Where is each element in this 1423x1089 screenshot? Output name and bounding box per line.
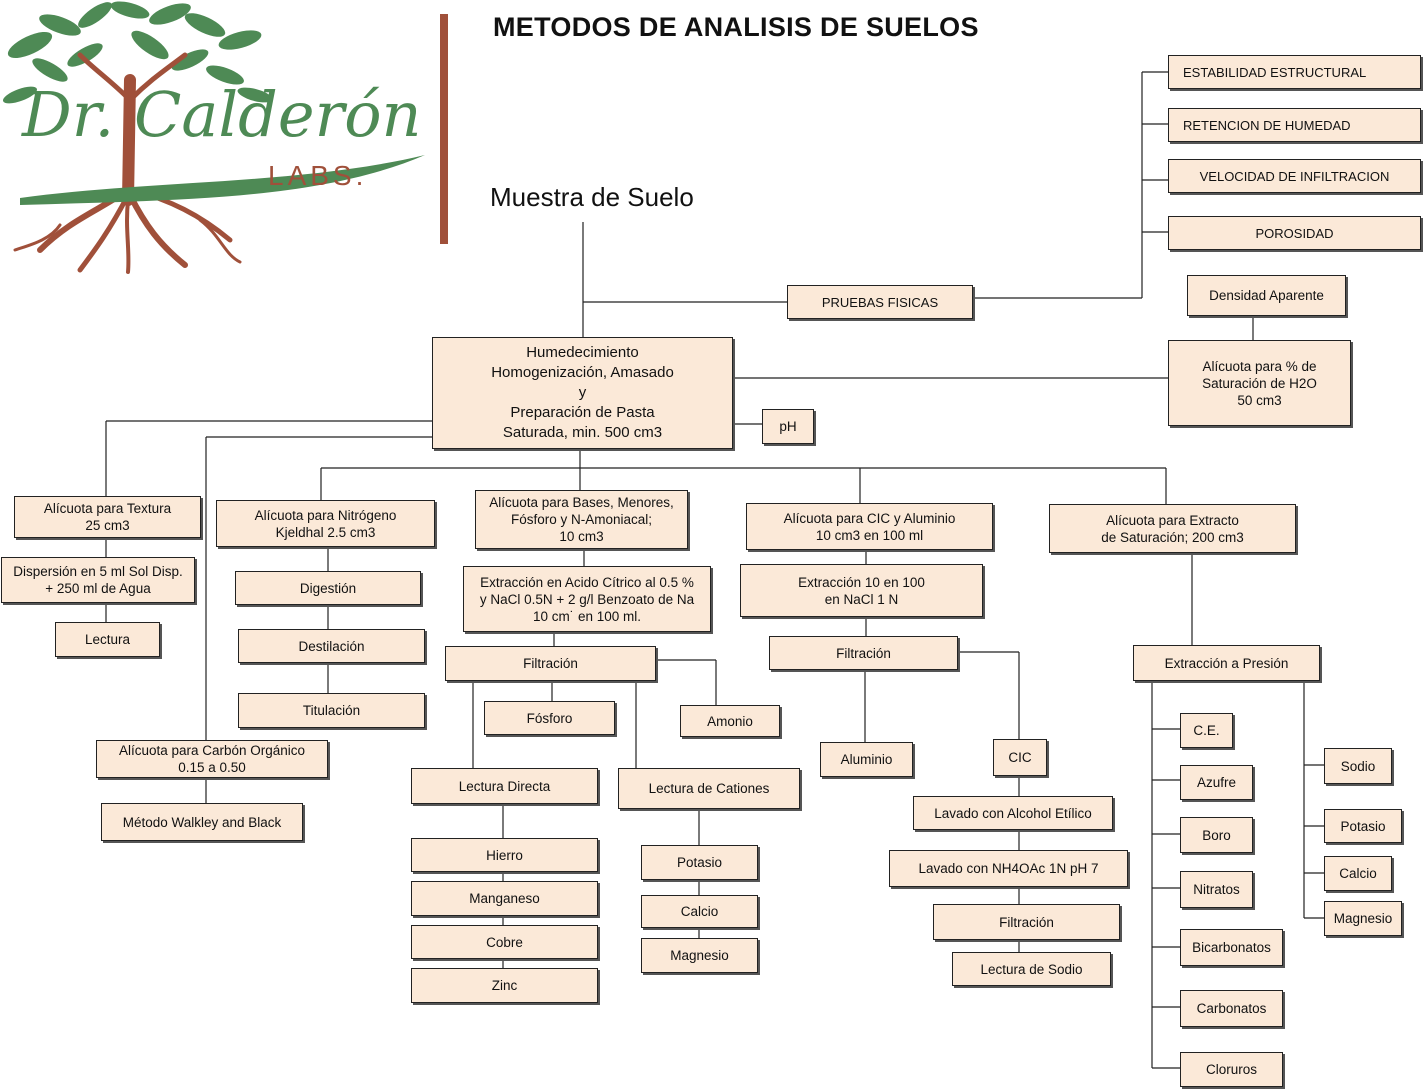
root-sample-label: Muestra de Suelo xyxy=(490,182,694,212)
zinc-box: Zinc xyxy=(411,968,598,1003)
digestion-box: Digestión xyxy=(235,571,421,605)
manganeso-box: Manganeso xyxy=(411,881,598,916)
page-title: METODOS DE ANALISIS DE SUELOS xyxy=(493,12,979,42)
potasio-extracto-box: Potasio xyxy=(1324,809,1402,843)
alicuota-saturacion-box: Alícuota para % de Saturación de H2O 50 … xyxy=(1168,340,1351,426)
porosidad-box: POROSIDAD xyxy=(1168,216,1421,250)
extraccion-presion-box: Extracción a Presión xyxy=(1133,645,1320,681)
humedecimiento-box: Humedecimiento Homogenización, Amasado y… xyxy=(432,337,733,449)
logo-name: Dr. Calderón xyxy=(22,78,422,151)
estabilidad-estructural-box: ESTABILIDAD ESTRUCTURAL xyxy=(1168,55,1421,89)
titulacion-box: Titulación xyxy=(238,693,425,728)
logo-sub: LABS. xyxy=(268,160,368,191)
logo xyxy=(2,1,425,274)
lectura-textura-box: Lectura xyxy=(55,622,160,657)
filtracion-bases-box: Filtración xyxy=(445,646,656,681)
lectura-directa-box: Lectura Directa xyxy=(411,768,598,804)
swoosh-icon xyxy=(20,155,425,205)
potasio-bases-box: Potasio xyxy=(641,845,758,880)
nitratos-box: Nitratos xyxy=(1180,871,1253,908)
sodio-extracto-box: Sodio xyxy=(1324,748,1392,784)
amonio-box: Amonio xyxy=(680,705,780,737)
extraccion-acido-citrico-box: Extracción en Acido Cítrico al 0.5 % y N… xyxy=(463,566,711,632)
lavado-nh4oac-box: Lavado con NH4OAc 1N pH 7 xyxy=(889,850,1128,887)
walkley-black-box: Método Walkley and Black xyxy=(101,803,303,841)
ph-box: pH xyxy=(762,409,814,444)
tree-canopy-icon xyxy=(2,1,273,104)
alicuota-textura-box: Alícuota para Textura 25 cm3 xyxy=(14,496,201,538)
densidad-aparente-box: Densidad Aparente xyxy=(1187,275,1346,316)
lavado-alcohol-box: Lavado con Alcohol Etílico xyxy=(913,796,1113,830)
alicuota-extracto-box: Alícuota para Extracto de Saturación; 20… xyxy=(1049,504,1296,553)
alicuota-cic-box: Alícuota para CIC y Aluminio 10 cm3 en 1… xyxy=(746,503,993,550)
calcio-extracto-box: Calcio xyxy=(1324,856,1392,891)
carbonatos-box: Carbonatos xyxy=(1180,990,1283,1027)
alicuota-bases-box: Alícuota para Bases, Menores, Fósforo y … xyxy=(475,490,688,549)
hierro-box: Hierro xyxy=(411,838,598,872)
dispersion-box: Dispersión en 5 ml Sol Disp. + 250 ml de… xyxy=(1,557,195,603)
bicarbonatos-box: Bicarbonatos xyxy=(1180,929,1283,966)
extraccion-nacl-box: Extracción 10 en 100 en NaCl 1 N xyxy=(740,564,983,617)
boro-box: Boro xyxy=(1180,817,1253,853)
pruebas-fisicas-box: PRUEBAS FISICAS xyxy=(787,285,973,319)
retencion-humedad-box: RETENCION DE HUMEDAD xyxy=(1168,108,1421,142)
alicuota-carbon-box: Alícuota para Carbón Orgánico 0.15 a 0.5… xyxy=(96,740,328,778)
aluminio-box: Aluminio xyxy=(820,742,913,777)
cloruros-box: Cloruros xyxy=(1180,1052,1283,1087)
filtracion-cic-box: Filtración xyxy=(769,636,958,670)
lectura-cationes-box: Lectura de Cationes xyxy=(618,768,800,809)
magnesio-bases-box: Magnesio xyxy=(641,938,758,973)
calcio-bases-box: Calcio xyxy=(641,895,758,928)
fosforo-box: Fósforo xyxy=(484,701,615,735)
cobre-box: Cobre xyxy=(411,925,598,959)
velocidad-infiltracion-box: VELOCIDAD DE INFILTRACION xyxy=(1168,159,1421,193)
alicuota-nitrogeno-box: Alícuota para Nitrógeno Kjeldhal 2.5 cm3 xyxy=(216,500,435,547)
ce-box: C.E. xyxy=(1180,713,1233,748)
lectura-sodio-box: Lectura de Sodio xyxy=(952,952,1111,986)
azufre-box: Azufre xyxy=(1180,765,1253,800)
filtracion-cic-2-box: Filtración xyxy=(933,904,1120,940)
cic-box: CIC xyxy=(993,739,1047,776)
destilacion-box: Destilación xyxy=(238,629,425,663)
magnesio-extracto-box: Magnesio xyxy=(1324,901,1402,936)
logo-divider xyxy=(440,14,448,244)
